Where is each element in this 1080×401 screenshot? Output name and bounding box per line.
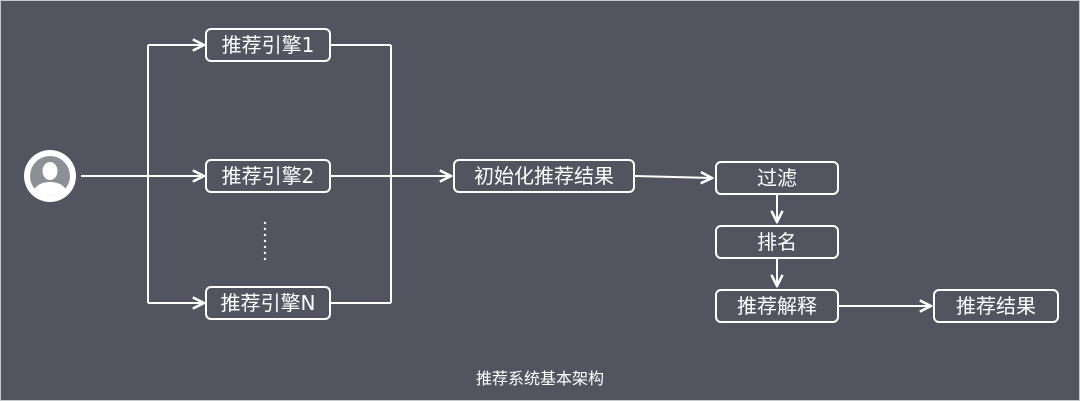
engine-1-box: 推荐引擎1: [205, 28, 331, 62]
engine-2-box: 推荐引擎2: [205, 159, 331, 193]
final-result-box: 推荐结果: [933, 289, 1059, 323]
arrow-to-filter: [634, 176, 712, 178]
user-avatar-icon: [24, 150, 76, 202]
init-result-box: 初始化推荐结果: [453, 159, 635, 193]
engine-n-box: 推荐引擎N: [205, 286, 331, 320]
rank-box: 排名: [715, 225, 839, 259]
filter-box: 过滤: [715, 161, 839, 195]
ellipsis-dots: [263, 221, 267, 261]
diagram-caption: 推荐系统基本架构: [475, 369, 604, 388]
explain-box: 推荐解释: [715, 289, 839, 323]
